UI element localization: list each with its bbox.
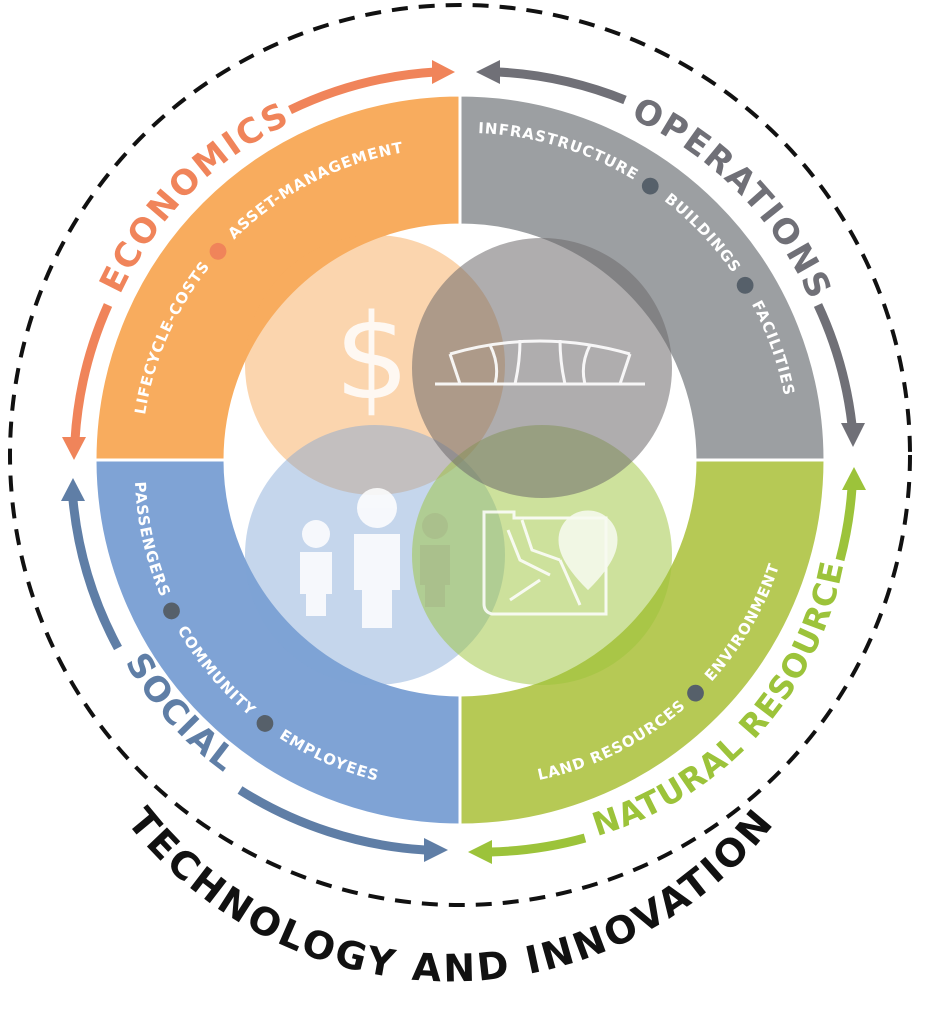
bridge-icon xyxy=(435,339,645,386)
operations-circle xyxy=(412,238,672,498)
natural-arrowhead-right xyxy=(842,467,866,490)
natural-arrow-right xyxy=(835,487,857,562)
operations-arrowhead-right xyxy=(841,423,865,447)
dollar-icon: $ xyxy=(334,288,409,426)
venn-circles xyxy=(245,235,672,685)
economics-arrow-left xyxy=(70,303,113,441)
natural-arrowhead-bottom xyxy=(468,840,492,864)
map-pin-icon xyxy=(482,510,618,616)
social-ring-segment xyxy=(93,458,462,827)
cycle-arrows xyxy=(61,60,866,864)
outer-dashed-ring xyxy=(8,3,912,907)
natural-arrow-bottom xyxy=(489,833,587,857)
social-arrow-bottom xyxy=(237,786,426,855)
outer-label-text: TECHNOLOGY AND INNOVATION xyxy=(119,799,780,990)
operations-arrowhead-top xyxy=(476,60,500,84)
economics-arrow-top xyxy=(288,67,436,115)
people-icon xyxy=(300,488,450,628)
social-arrowhead-left xyxy=(61,478,85,501)
economics-arrowhead-top xyxy=(432,60,455,84)
operations-arrow-right xyxy=(813,303,857,426)
economics-arrowhead-left xyxy=(62,437,86,460)
social-arrowhead-bottom xyxy=(424,838,448,862)
social-arrow-left xyxy=(68,499,122,651)
outer-label: TECHNOLOGY AND INNOVATION xyxy=(119,799,783,990)
operations-arrow-top xyxy=(497,67,627,105)
